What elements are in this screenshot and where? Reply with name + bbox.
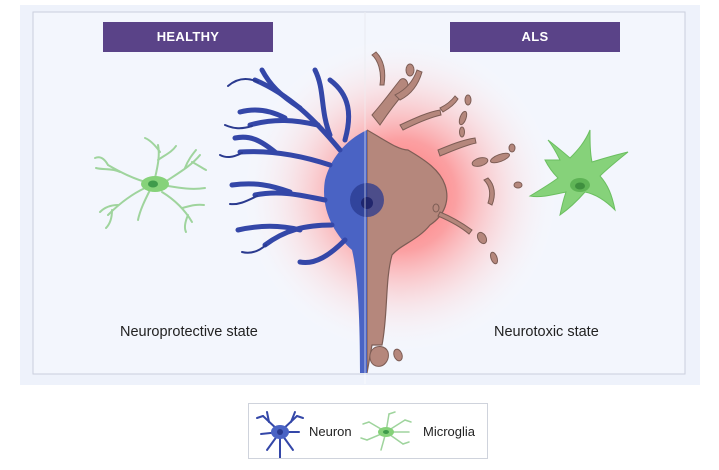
reactive-microglia-icon <box>528 129 629 217</box>
legend-microglia-icon <box>360 411 412 451</box>
legend-neuron-icon <box>256 411 304 458</box>
legend-neuron-label: Neuron <box>309 424 352 439</box>
als-panel-title: ALS <box>450 22 620 52</box>
neurotoxic-state-label: Neurotoxic state <box>494 324 599 340</box>
legend: Neuron Microglia <box>248 403 488 459</box>
healthy-panel-title: HEALTHY <box>103 22 273 52</box>
als-neuron-icon <box>367 51 523 374</box>
resting-microglia-icon <box>94 137 207 233</box>
legend-microglia-label: Microglia <box>423 424 476 439</box>
neuroprotective-state-label: Neuroprotective state <box>120 324 258 340</box>
